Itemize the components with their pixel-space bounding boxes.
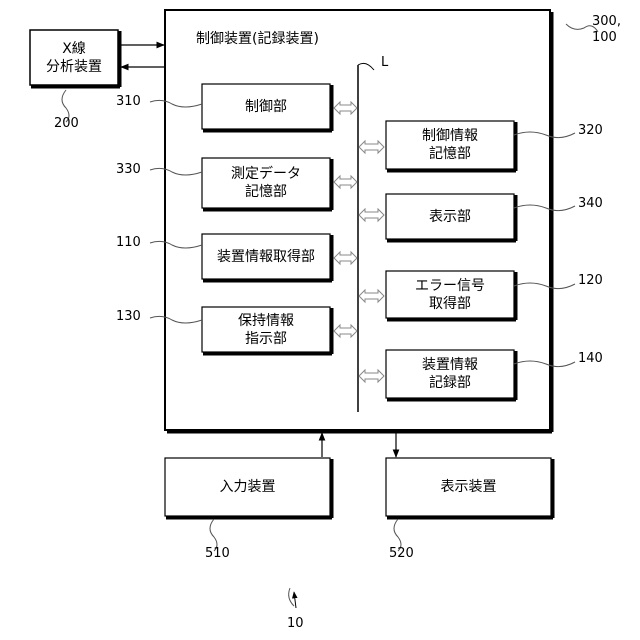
device-info-recording-ref: 140 [578,351,603,367]
control-device-ref: 300, 100 [592,14,621,46]
control-info-storage-ref: 320 [578,123,603,139]
control-unit-ref: 310 [116,94,141,110]
measurement-data-storage-label: 測定データ 記憶部 [202,158,330,208]
device-info-recording-label: 装置情報 記録部 [386,350,514,398]
figure-number: 10 [287,616,304,632]
error-signal-acquisition-ref: 120 [578,273,603,289]
device-info-acquisition-label: 装置情報取得部 [202,234,330,279]
xray-analyzer-label: X線 分析装置 [30,30,118,85]
input-device-ref: 510 [205,546,230,562]
control-unit-label: 制御部 [202,84,330,129]
control-device-title: 制御装置(記録装置) [196,31,319,47]
input-device-label: 入力装置 [165,458,330,516]
display-unit-ref: 340 [578,196,603,212]
retention-info-instruction-label: 保持情報 指示部 [202,307,330,352]
device-info-acquisition-ref: 110 [116,235,141,251]
display-device-ref: 520 [389,546,414,562]
display-device-label: 表示装置 [386,458,551,516]
error-signal-acquisition-label: エラー信号 取得部 [386,271,514,318]
retention-info-instruction-ref: 130 [116,309,141,325]
xray-analyzer-ref: 200 [54,116,79,132]
display-unit-label: 表示部 [386,194,514,239]
control-info-storage-label: 制御情報 記憶部 [386,121,514,169]
bus-label: L [381,55,388,71]
measurement-data-storage-ref: 330 [116,162,141,178]
